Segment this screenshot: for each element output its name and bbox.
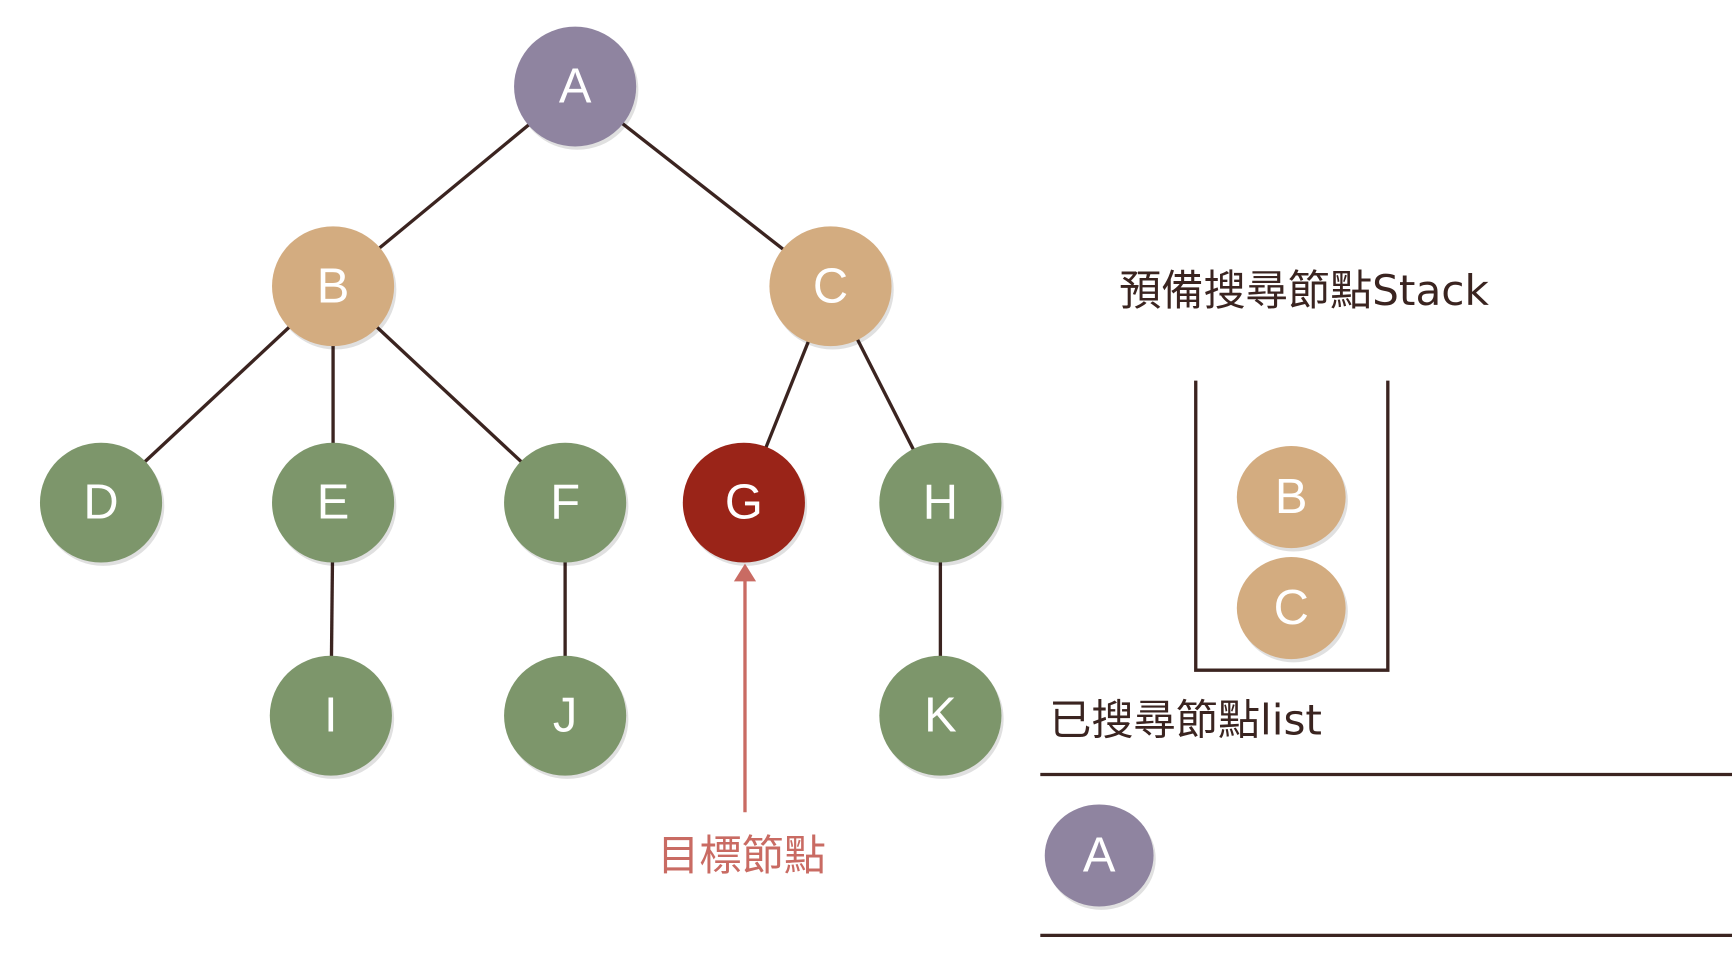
node-label: G: [725, 476, 763, 530]
node-label: C: [1274, 581, 1309, 635]
visited-title: 已搜尋節點list: [1049, 696, 1322, 745]
target-arrow: [733, 563, 757, 813]
tree-node-D: D: [39, 442, 165, 566]
stack-container: [1194, 380, 1390, 672]
node-circle: [879, 442, 1002, 563]
tree-node-A: A: [514, 26, 639, 150]
visited-item-A: A: [1044, 804, 1156, 910]
node-circle: [269, 655, 392, 776]
node-label: E: [317, 476, 350, 530]
node-circle: [769, 226, 892, 347]
edge-C-G: [763, 339, 811, 450]
tree-node-I: I: [269, 655, 395, 779]
node-label: I: [324, 689, 338, 743]
node-label: A: [559, 60, 592, 114]
stack-title: 預備搜尋節點Stack: [1119, 266, 1489, 315]
node-label: F: [550, 476, 580, 530]
tree-node-J: J: [504, 655, 629, 779]
tree-node-K: K: [879, 655, 1004, 779]
tree-node-F: F: [504, 442, 629, 566]
edge-E-I: [329, 560, 335, 658]
node-circle: [1236, 557, 1346, 660]
tree-node-H: H: [879, 442, 1004, 566]
edge-B-D: [142, 324, 293, 465]
node-circle: [504, 655, 627, 776]
node-label: K: [924, 689, 957, 743]
edge-A-B: [376, 121, 532, 251]
node-label: J: [553, 689, 577, 743]
node-label: B: [1275, 470, 1308, 524]
node-circle: [39, 442, 163, 563]
node-label: D: [83, 476, 118, 530]
tree-node-C: C: [769, 226, 894, 350]
node-label: A: [1083, 828, 1116, 882]
edge-A-C: [619, 120, 787, 253]
tree-node-E: E: [272, 442, 397, 566]
stack-item-C: C: [1236, 557, 1348, 663]
node-label: C: [813, 259, 848, 313]
tree-node-G: G: [682, 442, 808, 566]
node-circle: [504, 442, 627, 563]
arrow-head-icon: [733, 563, 757, 582]
stack-item-B: B: [1236, 446, 1348, 552]
target-node-label: 目標節點: [657, 831, 826, 880]
node-circle: [682, 442, 805, 563]
node-circle: [1236, 446, 1346, 549]
node-circle: [879, 655, 1002, 776]
node-circle: [1044, 804, 1154, 907]
edge-B-F: [374, 324, 525, 465]
node-circle: [514, 26, 637, 147]
tree-node-B: B: [272, 226, 397, 350]
edge-C-H: [855, 336, 916, 452]
node-label: B: [317, 259, 350, 313]
node-label: H: [923, 476, 958, 530]
node-circle: [272, 442, 395, 563]
node-circle: [272, 226, 395, 347]
